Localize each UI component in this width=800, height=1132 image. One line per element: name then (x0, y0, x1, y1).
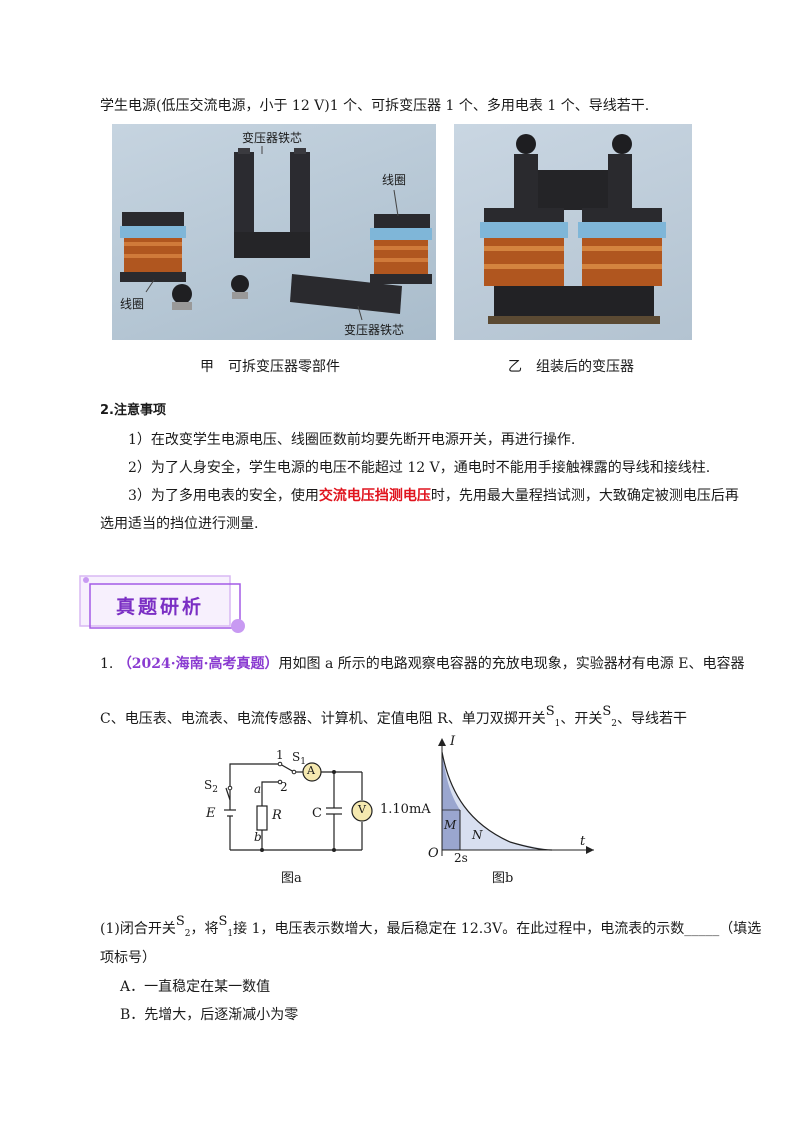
question-line1: 1. （2024·海南·高考真题）用如图 a 所示的电路观察电容器的充放电现象，… (100, 654, 744, 674)
point-a-label: a (254, 782, 262, 796)
s2-letter: S (204, 778, 213, 792)
battery-e-label: E (206, 806, 216, 821)
circuit-diagram: 1 2 S1 S2 a b E R C A V (196, 744, 376, 860)
s1-letter: S (292, 750, 301, 764)
part1-end: 接 1，电压表示数增大，最后稳定在 12.3V。在此过程中，电流表的示数____… (233, 921, 762, 937)
part1-s2-symbol: S (175, 914, 185, 929)
circuit-wires (224, 761, 373, 852)
caption-left: 甲 可拆变压器零部件 (200, 359, 340, 375)
point-b-label: b (254, 830, 262, 844)
s1-label: S1 (292, 750, 306, 767)
question-number: 1. (100, 656, 114, 672)
question-source: （2024·海南·高考真题） (117, 656, 279, 672)
photo-assembled-transformer (454, 124, 692, 340)
section-badge-text: 真题研析 (116, 596, 205, 618)
question-line2-end: 、导线若干 (616, 711, 687, 727)
switch-s1-sub: 1 (554, 719, 561, 729)
part1-mid: ，将 (190, 921, 219, 937)
question-text: 用如图 a 所示的电路观察电容器的充放电现象，实验器材有电源 E、电容器 (278, 656, 745, 672)
label-coil-left: 线圈 (120, 297, 145, 311)
caption-right: 乙 组装后的变压器 (508, 359, 634, 375)
intro-line: 学生电源(低压交流电源，小于 12 V)1 个、可拆变压器 1 个、多用电表 1… (100, 98, 650, 114)
label-core-top: 变压器铁芯 (242, 131, 303, 145)
axis-i-label: I (450, 734, 456, 749)
resistor-r-label: R (272, 808, 282, 823)
current-time-graph: I t O 1.10mA 2s M N (380, 734, 600, 865)
figure-a-caption: 图a (281, 871, 302, 886)
question-line2-mid: 、开关 (560, 711, 603, 727)
part1-start: (1)闭合开关 (100, 921, 176, 937)
part1-s2-sub: 2 (184, 929, 191, 939)
s1-subscript: 1 (300, 757, 306, 767)
graph-drawing (438, 738, 594, 856)
note-item-3-highlight: 交流电压挡测电压 (318, 488, 431, 504)
question-line2-text: C、电压表、电流表、电流传感器、计算机、定值电阻 R、单刀双掷开关 (100, 711, 546, 727)
transformer-parts-image (120, 146, 432, 321)
notes-heading: 2.注意事项 (100, 403, 166, 418)
label-core-bottom: 变压器铁芯 (344, 323, 405, 337)
switch-s1-symbol: S (545, 704, 555, 719)
note-item-3-rest: 时，先用最大量程挡试测，大致确定被测电压后再 (430, 488, 739, 504)
figure-b-caption: 图b (492, 871, 514, 886)
area-m-label: M (444, 818, 457, 832)
voltmeter-icon: V (358, 803, 366, 816)
badge-frame-icon (79, 575, 245, 633)
node-2-label: 2 (280, 780, 288, 794)
area-n-label: N (472, 828, 483, 842)
switch-s2-symbol: S (602, 704, 612, 719)
option-a: A．一直稳定在某一数值 (120, 979, 271, 995)
s2-label: S2 (204, 778, 218, 795)
capacitor-c-label: C (312, 806, 322, 821)
switch-s2-sub: 2 (611, 719, 617, 729)
label-coil-right: 线圈 (382, 173, 407, 187)
assembled-transformer-image (480, 134, 666, 324)
axis-t-label: t (580, 834, 586, 849)
origin-label: O (428, 846, 439, 861)
note-item-1: 1）在改变学生电源电压、线圈匝数前均要先断开电源开关，再进行操作. (128, 432, 576, 448)
question-part1-line2: 项标号） (100, 950, 156, 966)
question-part1-line1: (1)闭合开关S2，将S1接 1，电压表示数增大，最后稳定在 12.3V。在此过… (100, 912, 761, 944)
s2-subscript: 2 (212, 785, 218, 795)
note-item-3-start: 3）为了多用电表的安全，使用 (128, 488, 319, 504)
part1-s1-symbol: S (218, 914, 228, 929)
note-item-3: 3）为了多用电表的安全，使用交流电压挡测电压时，先用最大量程挡试测，大致确定被测… (128, 486, 739, 506)
question-line2: C、电压表、电流表、电流传感器、计算机、定值电阻 R、单刀双掷开关S1、开关S2… (100, 702, 687, 734)
current-tick-label: 1.10mA (380, 802, 431, 817)
section-badge: 真题研析 (78, 572, 248, 638)
photo-transformer-parts: 变压器铁芯 线圈 线圈 变压器铁芯 (112, 124, 436, 340)
time-tick-label: 2s (454, 851, 468, 865)
option-b: B．先增大，后逐渐减小为零 (120, 1007, 299, 1023)
note-item-2: 2）为了人身安全，学生电源的电压不能超过 12 V，通电时不能用手接触裸露的导线… (128, 460, 711, 476)
part1-s1-sub: 1 (227, 929, 234, 939)
node-1-label: 1 (276, 748, 284, 762)
ammeter-icon: A (307, 764, 315, 777)
note-item-3-line2: 选用适当的挡位进行测量. (100, 516, 259, 532)
